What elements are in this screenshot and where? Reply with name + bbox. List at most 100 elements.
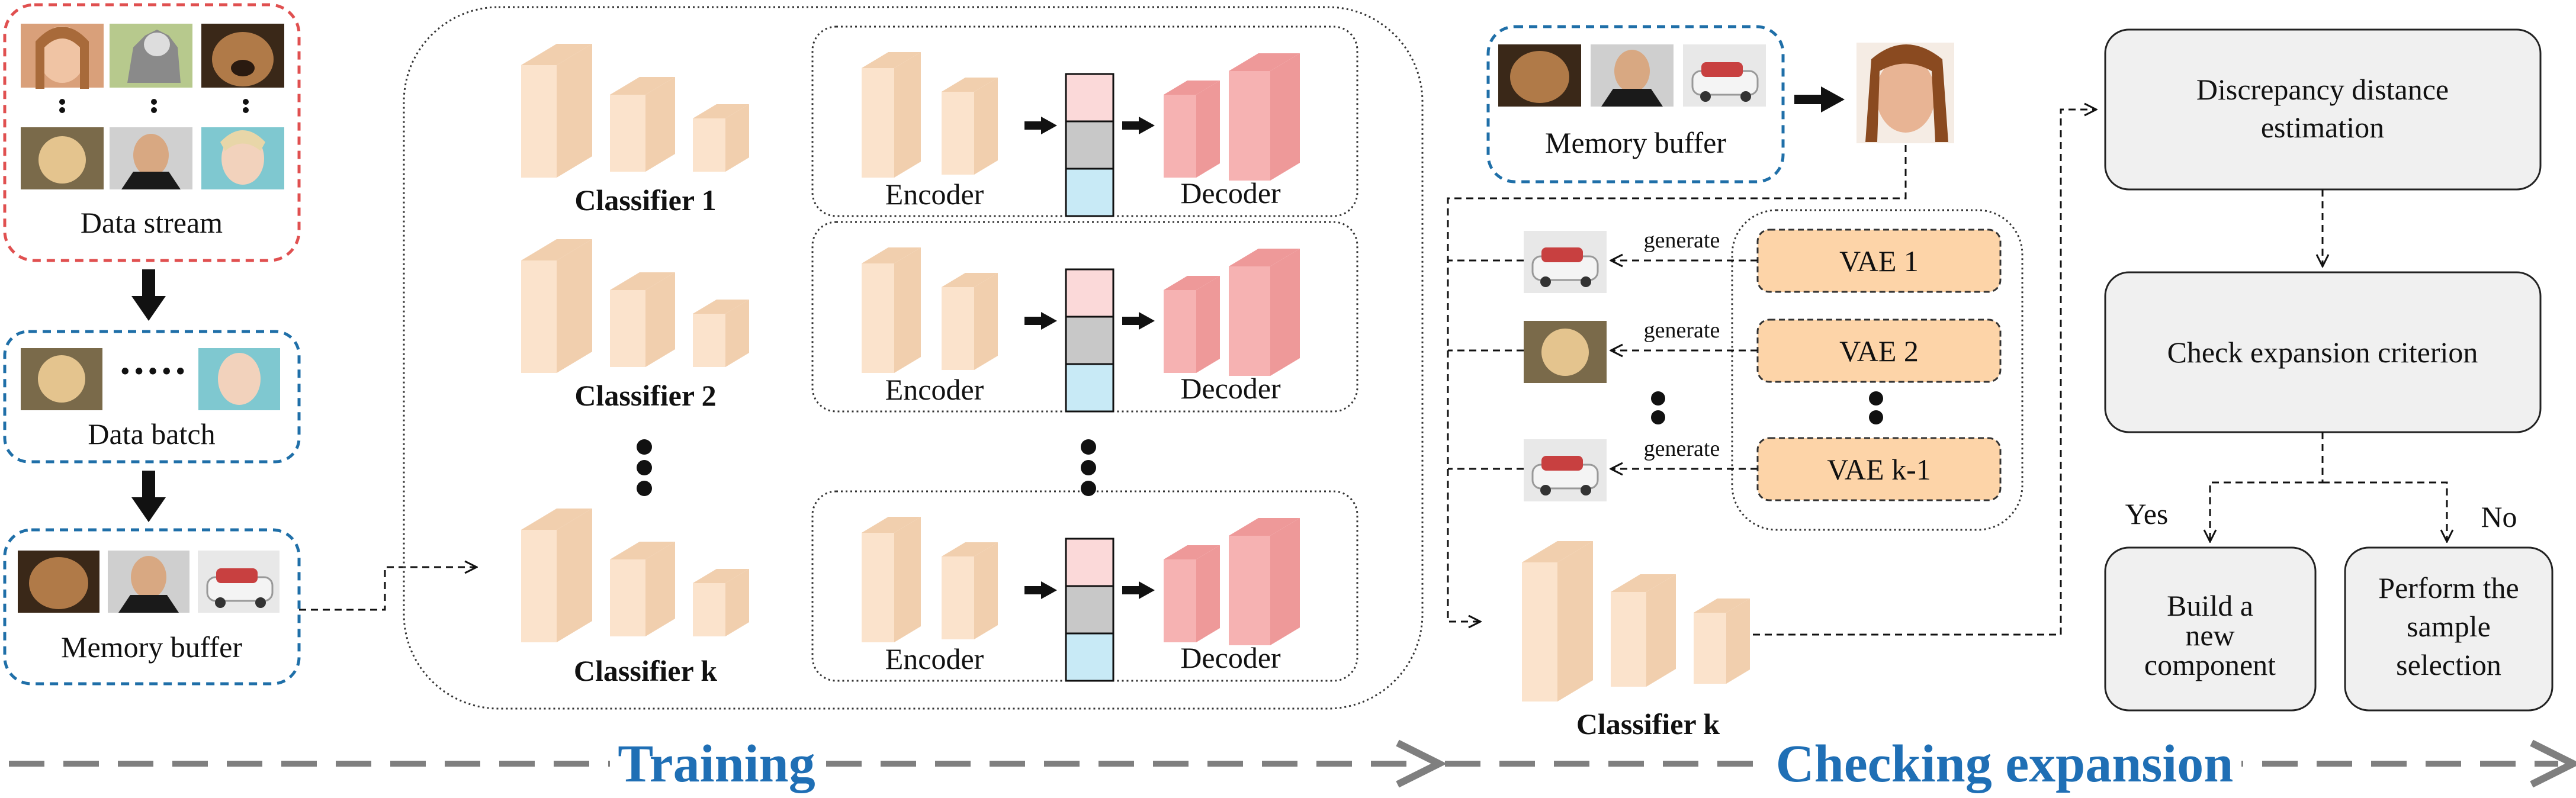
memory-buffer-panel: Memory buffer (3, 528, 301, 686)
discrepancy-line-2: estimation (2261, 111, 2384, 144)
connector-arrow (1753, 110, 2096, 636)
right-arrow (1122, 117, 1155, 134)
image-thumbnail (21, 24, 104, 89)
generate-label: generate (1644, 318, 1720, 343)
layer-block (862, 247, 921, 373)
image-thumbnail (21, 348, 102, 410)
training-banner-label: Training (618, 735, 815, 793)
layer-block (693, 300, 749, 367)
image-thumbnail (18, 551, 99, 613)
image-thumbnail (1683, 44, 1766, 107)
layer-block (610, 542, 675, 636)
perform-line-2: sample (2407, 610, 2491, 643)
layer-block (942, 78, 998, 175)
generate-label: generate (1644, 228, 1720, 253)
layer-block (1164, 545, 1220, 642)
decoder-label: Decoder (1180, 641, 1281, 674)
layer-block (521, 509, 592, 642)
layer-block (1164, 81, 1220, 178)
latent-vector (1065, 73, 1114, 217)
image-thumbnail (110, 24, 192, 88)
right-arrow (1794, 86, 1845, 112)
checking-classifier (1522, 541, 1750, 702)
checking-memory-buffer-label: Memory buffer (1545, 126, 1726, 159)
image-thumbnail (1524, 321, 1607, 383)
image-thumbnail (1498, 44, 1581, 107)
vae-label: VAE 2 (1839, 334, 1919, 368)
data-batch-label: Data batch (88, 417, 215, 451)
decoder-label: Decoder (1180, 372, 1281, 405)
batch-ellipsis: ····· (118, 349, 188, 394)
data-stream-label: Data stream (81, 206, 223, 239)
image-thumbnail (201, 24, 284, 88)
image-thumbnail (21, 127, 104, 189)
vae-panel (1731, 209, 2023, 531)
perform-line-1: Perform the (2378, 571, 2519, 604)
build-line-2: new (2185, 619, 2234, 652)
image-thumbnail (198, 551, 280, 613)
check-criterion-box: Check expansion criterion (2104, 271, 2542, 433)
connector-arrow (1447, 145, 1907, 622)
right-arrow (1122, 581, 1155, 599)
vae-label: VAE k-1 (1827, 453, 1931, 486)
layer-block (942, 273, 998, 370)
checking-banner-label: Checking expansion (1776, 735, 2234, 793)
image-thumbnail (201, 127, 284, 189)
layer-block (942, 542, 998, 639)
right-arrow (1122, 312, 1155, 330)
vae-label: VAE 1 (1839, 244, 1919, 278)
down-arrow (131, 471, 166, 522)
layer-block (1694, 598, 1750, 684)
ellipsis-dots (637, 439, 1096, 496)
ellipsis-dots (59, 99, 249, 113)
image-thumbnail (1524, 231, 1607, 293)
banner-arrow-training (9, 739, 1447, 788)
layer-block (1229, 53, 1300, 181)
layer-block (610, 77, 675, 172)
memory-buffer-label: Memory buffer (61, 630, 242, 664)
right-arrow (1024, 581, 1057, 599)
encoder-label: Encoder (885, 178, 984, 211)
discrepancy-line-1: Discrepancy distance (2196, 73, 2449, 106)
no-label: No (2481, 500, 2517, 533)
image-thumbnail (110, 127, 192, 189)
layer-block (521, 44, 592, 178)
classifier-label: Classifier 2 (574, 379, 716, 412)
checking-memory-buffer: Memory buffer (1486, 25, 1785, 184)
right-arrow (1024, 312, 1057, 330)
image-thumbnail (1524, 439, 1607, 501)
layer-block (1164, 276, 1220, 373)
layer-block (1611, 574, 1676, 687)
checking-classifier-label: Classifier k (1576, 707, 1720, 741)
data-stream-panel: Data stream (3, 3, 301, 262)
connector-arrow (2210, 432, 2324, 542)
perform-selection-box: Perform the sample selection (2344, 546, 2553, 712)
latent-vector (1065, 268, 1114, 413)
vae-row: VAE 1 generate (1448, 228, 2002, 293)
connector-arrow (2323, 481, 2447, 542)
layer-block (693, 104, 749, 172)
perform-line-3: selection (2396, 648, 2501, 681)
yes-label: Yes (2125, 497, 2169, 530)
image-thumbnail (108, 551, 189, 613)
encoder-label: Encoder (885, 373, 984, 406)
down-arrow (131, 269, 166, 321)
data-batch-panel: ····· Data batch (3, 330, 301, 464)
build-component-box: Build a new component (2104, 546, 2317, 712)
layer-block (521, 239, 592, 373)
build-line-3: component (2144, 648, 2276, 681)
layer-block (862, 517, 921, 642)
check-criterion-label: Check expansion criterion (2167, 336, 2478, 369)
latent-vector (1065, 538, 1114, 682)
image-thumbnail (1856, 43, 1954, 143)
layer-block (1522, 541, 1593, 702)
connector-arrow (299, 567, 477, 611)
classifier-label: Classifier 1 (574, 184, 716, 217)
layer-block (1229, 518, 1300, 645)
right-arrow (1024, 117, 1057, 134)
